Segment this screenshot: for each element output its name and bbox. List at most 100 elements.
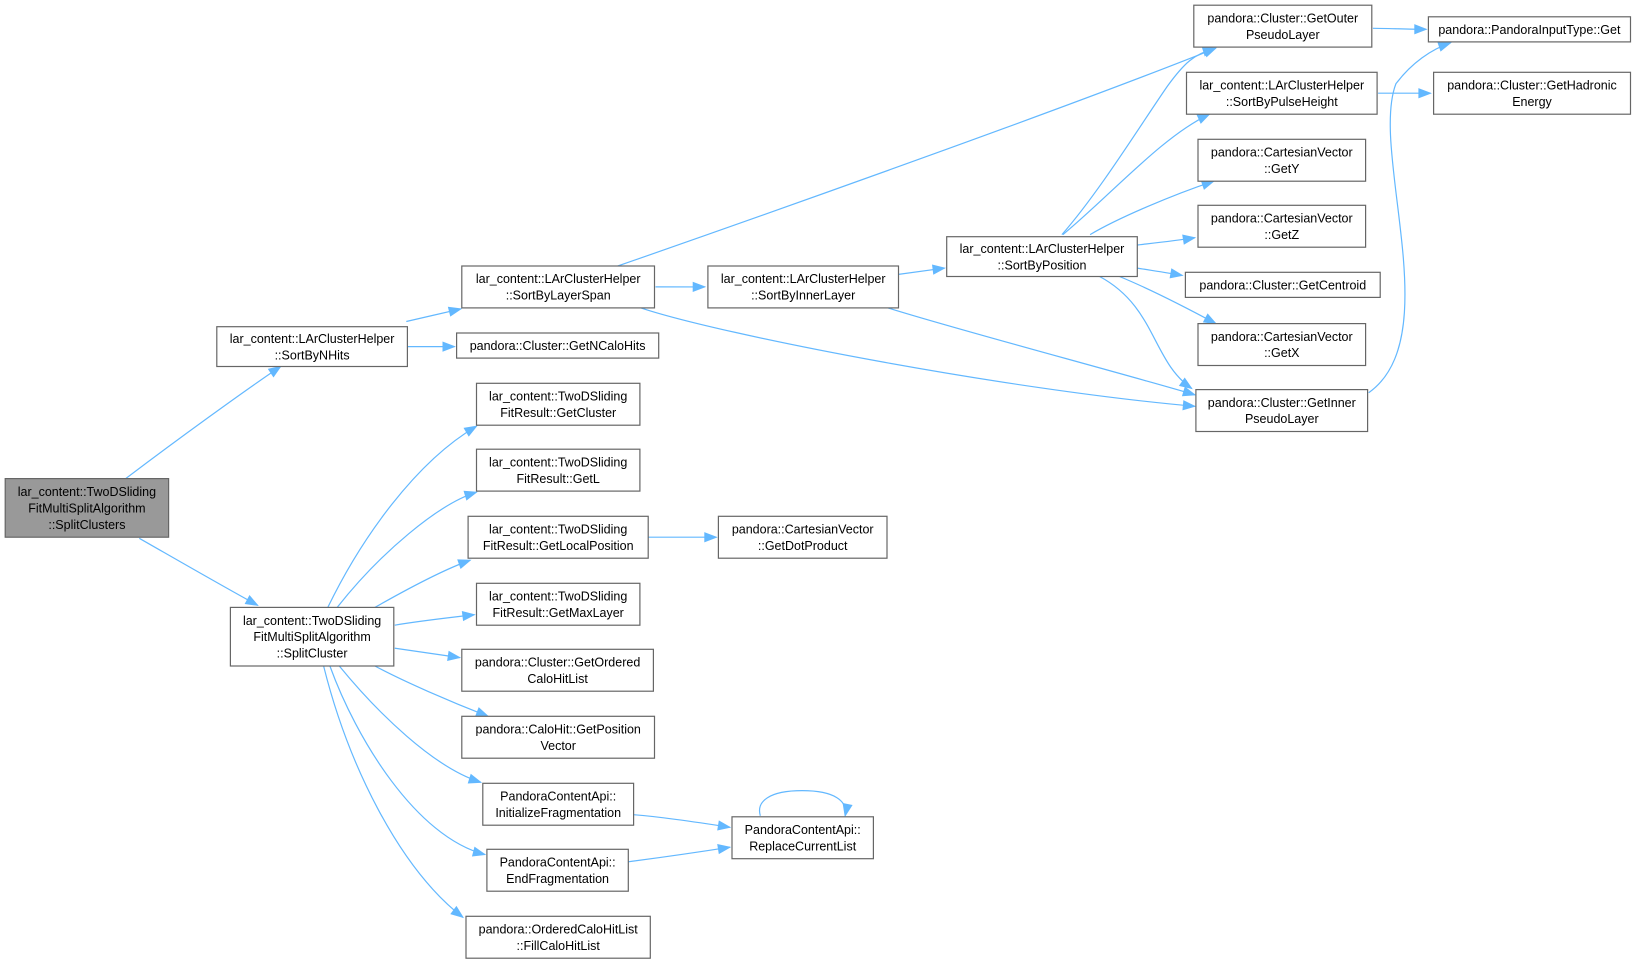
- node-label-line: Energy: [1512, 95, 1552, 109]
- edge-line: [1061, 47, 1215, 235]
- node-box: [1197, 204, 1367, 248]
- arrowhead-icon: [1437, 41, 1452, 52]
- arrowhead-icon: [461, 611, 476, 622]
- node-label-line: lar_content::TwoDSliding: [243, 614, 381, 628]
- edge-sort_by_nhits-to-sort_by_layer_span: [406, 306, 463, 323]
- arrowhead-icon: [463, 490, 478, 501]
- node-label-line: lar_content::TwoDSliding: [489, 590, 627, 604]
- node-label-line: FitResult::GetCluster: [500, 406, 616, 420]
- node-box: [1197, 323, 1367, 367]
- node-fill-calohit-list[interactable]: pandora::OrderedCaloHitList::FillCaloHit…: [465, 915, 651, 959]
- node-sort-by-layer-span[interactable]: lar_content::LArClusterHelper::SortByLay…: [461, 265, 656, 309]
- node-label-line: PandoraContentApi::: [500, 790, 616, 804]
- edge-line: [1099, 275, 1193, 390]
- node-label-line: lar_content::TwoDSliding: [489, 390, 627, 404]
- edge-line: [1368, 42, 1451, 394]
- edge-initialize_fragmentation-to-replace_current_list: [633, 814, 732, 831]
- node-box: [1185, 71, 1378, 115]
- node-box: [482, 782, 635, 826]
- edge-line: [374, 559, 471, 608]
- node-sort-by-inner-layer[interactable]: lar_content::LArClusterHelper::SortByInn…: [707, 265, 900, 309]
- edge-sort_by_position-to-cartesian_get_y: [1089, 180, 1216, 236]
- node-get-centroid[interactable]: pandora::Cluster::GetCentroid: [1184, 271, 1381, 298]
- node-split-clusters[interactable]: lar_content::TwoDSlidingFitMultiSplitAlg…: [4, 478, 170, 538]
- node-label-line: pandora::Cluster::GetHadronic: [1447, 79, 1617, 93]
- arrowhead-icon: [267, 365, 282, 378]
- nodes-layer: lar_content::TwoDSlidingFitMultiSplitAlg…: [4, 4, 1632, 959]
- node-initialize-fragmentation[interactable]: PandoraContentApi::InitializeFragmentati…: [482, 782, 635, 826]
- node-box: [1195, 389, 1369, 433]
- edge-line: [633, 814, 730, 828]
- node-box: [731, 816, 874, 860]
- node-label-line: ::GetX: [1264, 346, 1300, 360]
- edge-sort_by_position-to-cartesian_get_z: [1137, 234, 1197, 246]
- node-cartesian-get-z[interactable]: pandora::CartesianVector::GetZ: [1197, 204, 1367, 248]
- arrowhead-icon: [1181, 386, 1197, 397]
- node-box: [1432, 71, 1632, 115]
- node-label-line: FitMultiSplitAlgorithm: [28, 501, 145, 515]
- node-box: [486, 848, 629, 892]
- arrowhead-icon: [447, 650, 462, 661]
- node-box: [456, 332, 660, 359]
- node-label-line: lar_content::LArClusterHelper: [721, 272, 886, 286]
- edge-line: [329, 665, 486, 856]
- node-label-line: pandora::CartesianVector: [1211, 146, 1353, 160]
- node-label-line: pandora::CartesianVector: [732, 523, 874, 537]
- node-label-line: FitResult::GetMaxLayer: [493, 606, 624, 620]
- edge-split_cluster-to-fit_get_l: [336, 490, 478, 608]
- edge-sort_by_position-to-get_inner_pseudo_layer: [1099, 275, 1193, 390]
- edge-line: [394, 614, 475, 626]
- node-label-line: ::GetY: [1264, 162, 1300, 176]
- node-label-line: ReplaceCurrentList: [749, 840, 857, 854]
- edge-sort_by_inner_layer-to-get_inner_pseudo_layer: [887, 307, 1197, 397]
- node-label-line: lar_content::LArClusterHelper: [230, 332, 395, 346]
- edge-line: [125, 366, 281, 480]
- node-cartesian-get-y[interactable]: pandora::CartesianVector::GetY: [1197, 138, 1367, 182]
- arrowhead-icon: [1169, 268, 1184, 279]
- node-sort-by-nhits[interactable]: lar_content::LArClusterHelper::SortByNHi…: [216, 326, 409, 368]
- edge-line: [336, 491, 477, 608]
- edge-split_cluster-to-end_fragmentation: [329, 665, 487, 857]
- node-replace-current-list[interactable]: PandoraContentApi::ReplaceCurrentList: [731, 816, 874, 860]
- node-input-type-get[interactable]: pandora::PandoraInputType::Get: [1427, 16, 1632, 43]
- node-fit-get-cluster[interactable]: lar_content::TwoDSlidingFitResult::GetCl…: [475, 382, 641, 426]
- node-sort-by-position[interactable]: lar_content::LArClusterHelper::SortByPos…: [946, 236, 1138, 278]
- edge-fit_get_local_position-to-get_dot_product: [648, 532, 718, 543]
- node-fit-get-local-position[interactable]: lar_content::TwoDSlidingFitResult::GetLo…: [467, 515, 649, 559]
- arrowhead-icon: [457, 559, 472, 570]
- node-sort-by-pulse-height[interactable]: lar_content::LArClusterHelper::SortByPul…: [1185, 71, 1378, 115]
- arrowhead-icon: [1182, 400, 1197, 411]
- arrowhead-icon: [450, 905, 465, 919]
- node-split-cluster[interactable]: lar_content::TwoDSlidingFitMultiSplitAlg…: [229, 606, 395, 667]
- node-box: [229, 606, 395, 667]
- node-cartesian-get-x[interactable]: pandora::CartesianVector::GetX: [1197, 323, 1367, 367]
- node-get-dot-product[interactable]: pandora::CartesianVector::GetDotProduct: [717, 515, 888, 559]
- edge-split_cluster-to-fit_get_max_layer: [394, 611, 476, 626]
- node-label-line: pandora::Cluster::GetOuter: [1207, 12, 1358, 26]
- node-end-fragmentation[interactable]: PandoraContentApi::EndFragmentation: [486, 848, 629, 892]
- node-box: [461, 265, 656, 309]
- edge-line: [758, 790, 847, 816]
- arrowhead-icon: [1178, 377, 1193, 390]
- node-box: [461, 715, 656, 759]
- arrowhead-icon: [442, 341, 456, 352]
- edge-line: [1062, 113, 1210, 236]
- node-box: [467, 515, 649, 559]
- node-fit-get-max-layer[interactable]: lar_content::TwoDSlidingFitResult::GetMa…: [475, 582, 641, 626]
- node-box: [946, 236, 1138, 278]
- node-box: [1197, 138, 1367, 182]
- node-label-line: ::GetDotProduct: [758, 539, 848, 553]
- node-label-line: PandoraContentApi::: [745, 823, 861, 837]
- edge-sort_by_nhits-to-get_ncalohits: [407, 341, 456, 352]
- node-label-line: lar_content::LArClusterHelper: [1199, 79, 1364, 93]
- node-label-line: ::SortByPosition: [998, 258, 1087, 272]
- node-box: [216, 326, 409, 368]
- edge-line: [1089, 180, 1214, 236]
- node-get-ncalohits[interactable]: pandora::Cluster::GetNCaloHits: [456, 332, 660, 359]
